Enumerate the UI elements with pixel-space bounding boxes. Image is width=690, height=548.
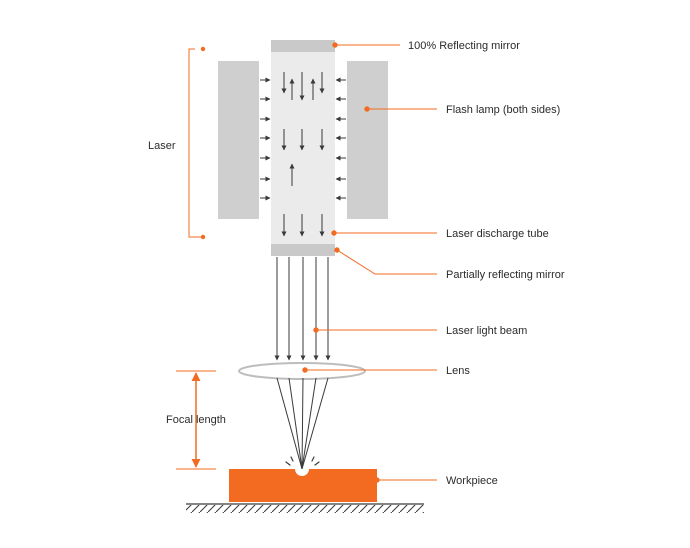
lens-label: Lens xyxy=(446,365,470,377)
ground xyxy=(186,503,424,513)
reflecting-mirror xyxy=(271,40,335,52)
photon-arrows xyxy=(281,72,325,237)
focused-beam xyxy=(276,377,329,470)
partial-mirror-label: Partially reflecting mirror xyxy=(446,269,565,281)
flash-lamp-right xyxy=(347,61,388,219)
lamp-arrows-left xyxy=(260,77,271,201)
laser-label: Laser xyxy=(148,140,176,152)
laser-bracket xyxy=(188,46,206,240)
focal-length-indicator xyxy=(176,370,216,470)
flash-lamp-left xyxy=(218,61,259,219)
beam-label: Laser light beam xyxy=(446,325,527,337)
laser-light-beam xyxy=(274,257,331,361)
discharge-tube-label: Laser discharge tube xyxy=(446,228,549,240)
cut-point xyxy=(295,469,309,476)
flash-lamp-label: Flash lamp (both sides) xyxy=(446,104,560,116)
lens xyxy=(238,362,366,380)
reflecting-mirror-label: 100% Reflecting mirror xyxy=(408,40,520,52)
partial-mirror xyxy=(271,244,335,256)
laser-discharge-tube xyxy=(271,50,335,244)
workpiece-label: Workpiece xyxy=(446,475,498,487)
spark-marks xyxy=(285,456,320,466)
focal-length-label: Focal length xyxy=(166,414,226,426)
callouts xyxy=(302,42,437,483)
lamp-arrows-right xyxy=(335,77,346,201)
